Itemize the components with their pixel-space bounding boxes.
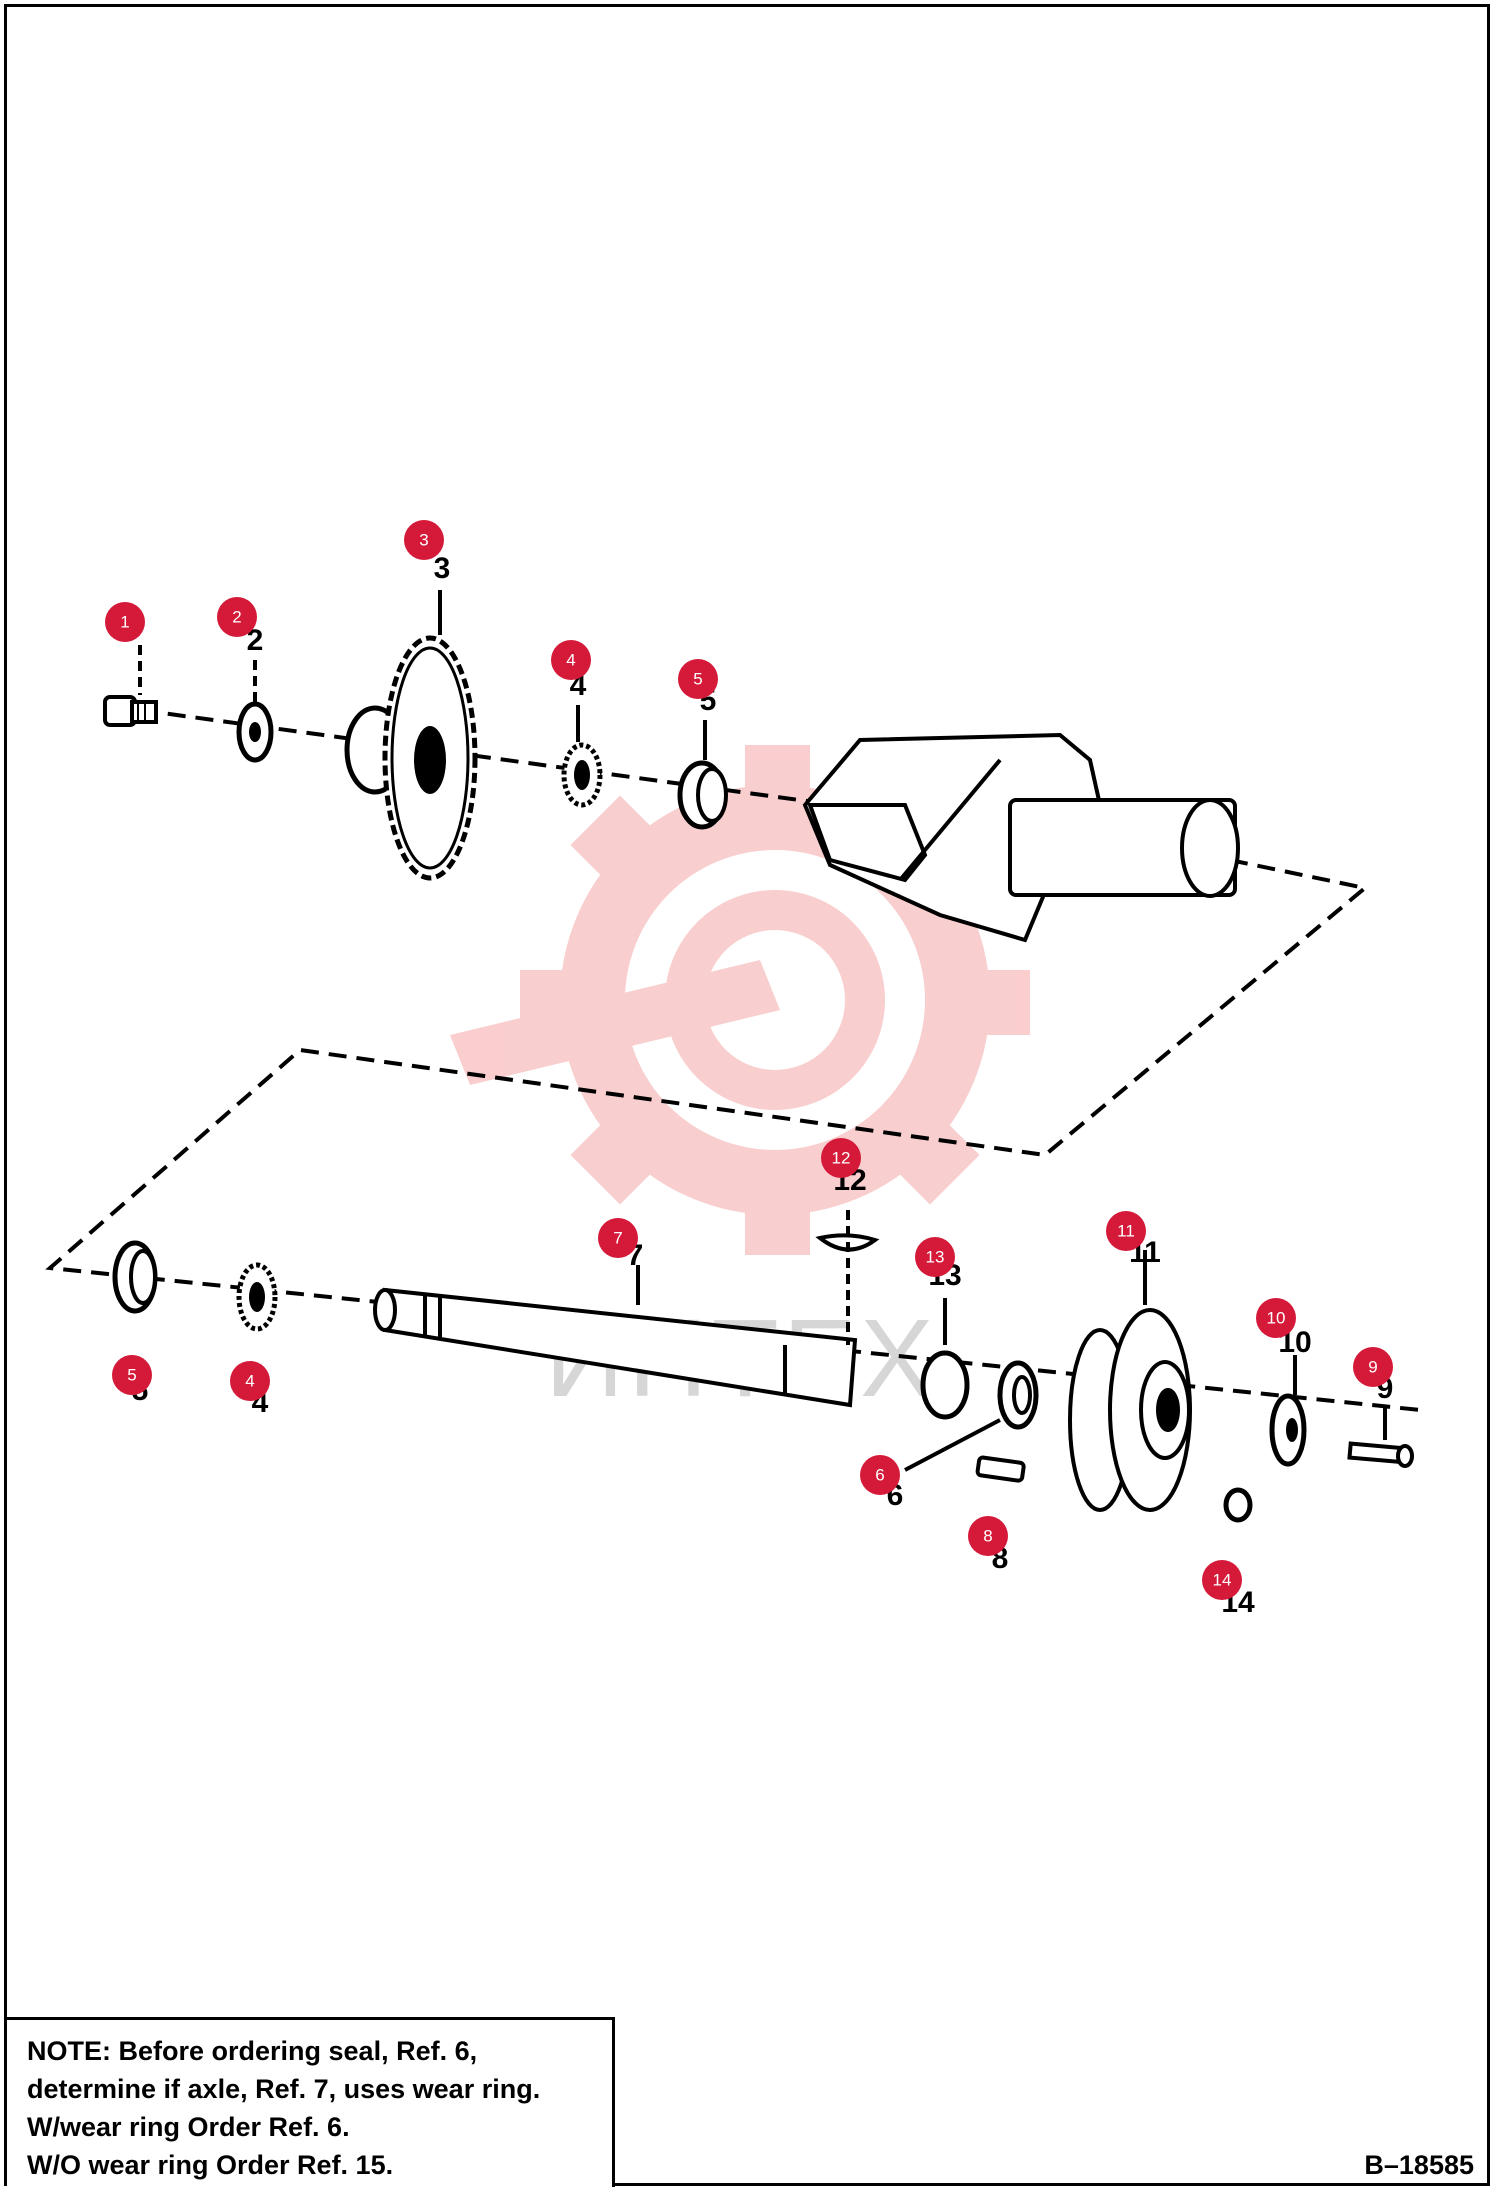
cup-part-5-upper [677, 760, 728, 830]
note-line: W/wear ring Order Ref. 6. [27, 2112, 350, 2142]
wear-ring-part-13 [920, 1350, 970, 1420]
page-border [4, 4, 1490, 2186]
svg-text:5: 5 [127, 1366, 136, 1385]
sprocket-part-3 [344, 635, 478, 881]
callout-5-lower: 5 [112, 1355, 152, 1395]
hub-part-11 [1068, 1308, 1192, 1512]
callout-9: 9 [1353, 1347, 1393, 1387]
svg-text:10: 10 [1267, 1309, 1286, 1328]
callout-1: 1 [105, 602, 145, 642]
callout-6: 6 [860, 1455, 900, 1495]
svg-text:2: 2 [232, 608, 241, 627]
ordering-note: NOTE: Before ordering seal, Ref. 6, dete… [7, 2017, 615, 2187]
callout-10: 10 [1256, 1298, 1296, 1338]
callout-2: 2 [217, 597, 257, 637]
bearing-part-4-upper [561, 742, 603, 808]
note-line: W/O wear ring Order Ref. 15. [27, 2150, 394, 2180]
svg-text:11: 11 [1117, 1222, 1135, 1241]
part-number: 3 [434, 552, 451, 585]
svg-text:5: 5 [693, 670, 702, 689]
callout-12: 12 [821, 1138, 861, 1178]
bearing-part-4-lower [236, 1262, 278, 1332]
printed-part-numbers: 2 3 4 5 5 4 7 12 13 11 10 9 6 8 14 [132, 552, 1394, 1619]
axle-part-7 [373, 1287, 858, 1408]
svg-text:12: 12 [832, 1149, 851, 1168]
figure-id: B–18585 [1364, 2150, 1474, 2180]
axle-housing [802, 732, 1240, 943]
svg-text:8: 8 [983, 1527, 992, 1546]
seal-part-6 [997, 1360, 1039, 1430]
callout-4-upper: 4 [551, 640, 591, 680]
svg-text:7: 7 [613, 1229, 622, 1248]
callout-5-upper: 5 [678, 659, 718, 699]
note-line: NOTE: Before ordering seal, Ref. 6, [27, 2036, 478, 2066]
callouts: 1 2 3 4 5 4 5 7 12 13 11 10 9 6 8 14 [105, 520, 1393, 1600]
nut-part-14 [1223, 1487, 1253, 1523]
svg-text:14: 14 [1213, 1571, 1232, 1590]
callout-11: 11 [1106, 1211, 1146, 1251]
bolt-part-1 [103, 695, 158, 727]
callout-4-lower: 4 [230, 1361, 270, 1401]
svg-text:4: 4 [566, 651, 575, 670]
svg-text:6: 6 [875, 1466, 884, 1485]
part-number: 2 [247, 624, 264, 657]
washer-part-10 [1269, 1393, 1307, 1467]
note-line: determine if axle, Ref. 7, uses wear rin… [27, 2074, 541, 2104]
watermark-gear-icon [450, 745, 1030, 1255]
svg-text:4: 4 [245, 1372, 254, 1391]
callout-3: 3 [404, 520, 444, 560]
callout-14: 14 [1202, 1560, 1242, 1600]
svg-text:1: 1 [120, 613, 129, 632]
callout-7: 7 [598, 1218, 638, 1258]
svg-text:9: 9 [1368, 1358, 1377, 1377]
svg-text:13: 13 [926, 1248, 945, 1267]
callout-13: 13 [915, 1237, 955, 1277]
stud-part-8 [975, 1455, 1026, 1483]
svg-text:3: 3 [419, 531, 428, 550]
leader-lines [138, 590, 1387, 1472]
callout-8: 8 [968, 1516, 1008, 1556]
washer-part-2 [236, 701, 274, 763]
cup-part-5-lower [112, 1240, 158, 1314]
bolt-part-9 [1347, 1441, 1414, 1468]
